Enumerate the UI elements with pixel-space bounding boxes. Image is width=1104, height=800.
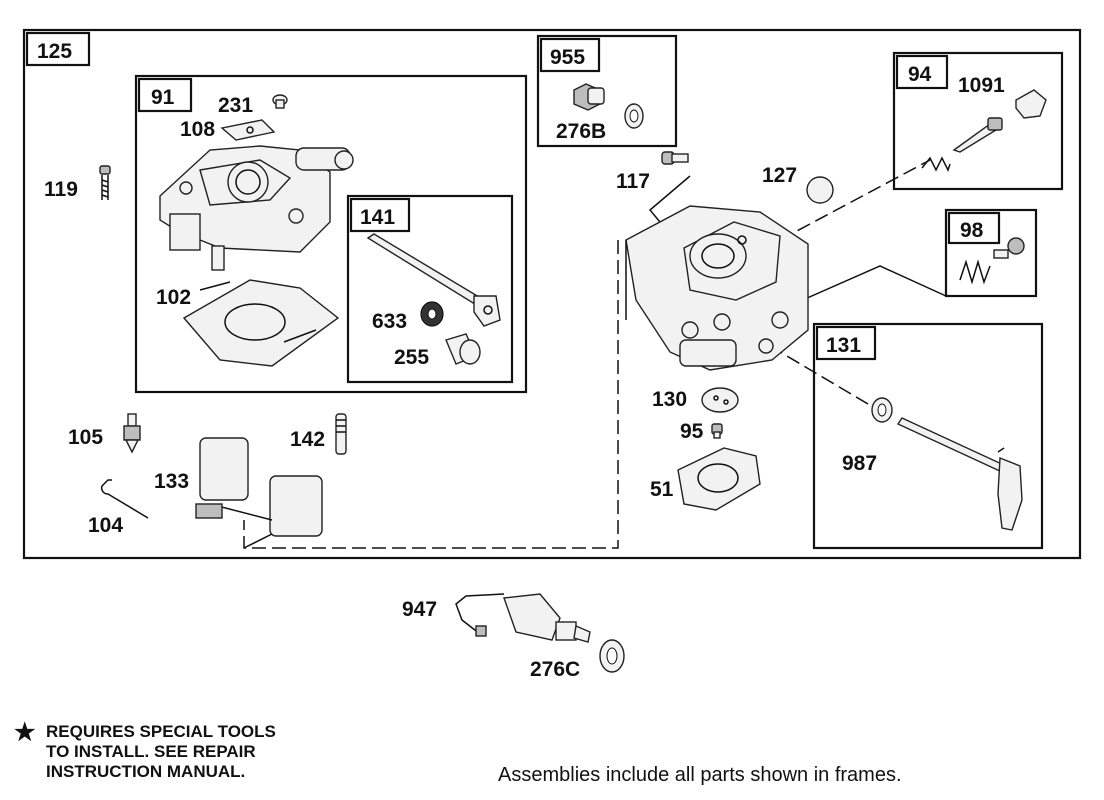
frame-141: 141 (346, 194, 514, 384)
part-955-fitting (573, 83, 605, 111)
part-94-spring (921, 156, 951, 172)
frame-141-tag: 141 (360, 206, 395, 229)
part-102-gasket (182, 279, 340, 367)
part-987-washer (871, 397, 893, 423)
part-carburetor-body-91 (159, 145, 354, 271)
part-105-needle (123, 413, 141, 454)
label-130: 130 (652, 388, 687, 411)
part-130-throttle-plate (701, 387, 739, 413)
part-119-screw (99, 165, 111, 200)
label-95: 95 (680, 420, 704, 443)
part-carburetor-body-right (625, 205, 809, 371)
label-133: 133 (154, 470, 189, 493)
part-255-bushing (445, 333, 481, 365)
part-95-screw (711, 423, 723, 439)
frame-125: 125 (22, 28, 1082, 560)
special-tools-line-1: REQUIRES SPECIAL TOOLS (46, 722, 276, 741)
label-117: 117 (616, 170, 650, 193)
frame-955: 955 (536, 34, 678, 148)
part-51-gasket (677, 447, 761, 511)
part-94-needle (952, 117, 1003, 153)
part-133-float (195, 437, 323, 537)
label-633: 633 (372, 310, 407, 333)
part-131-choke-shaft (896, 417, 1023, 531)
label-231: 231 (218, 94, 253, 117)
label-127: 127 (762, 164, 797, 187)
frame-125-tag: 125 (37, 40, 72, 63)
frame-91: 91 (134, 74, 528, 394)
leader-98 (779, 265, 947, 311)
part-947-solenoid (455, 593, 591, 643)
frame-131: 131 (812, 322, 1044, 550)
frame-131-tag: 131 (826, 334, 861, 357)
part-141-throttle-shaft (366, 233, 501, 327)
part-108-gasket (220, 119, 276, 141)
frame-955-tag: 955 (550, 46, 585, 69)
label-276b: 276B (556, 120, 606, 143)
leader-117 (648, 175, 691, 223)
part-127-plug (806, 176, 834, 204)
frame-98: 98 (944, 208, 1038, 298)
label-947: 947 (402, 598, 437, 621)
label-51: 51 (650, 478, 674, 501)
special-tools-line-2: TO INSTALL. SEE REPAIR (46, 742, 256, 761)
label-142: 142 (290, 428, 325, 451)
part-104-hinge-pin (100, 479, 149, 519)
part-1091-cap (1015, 89, 1047, 119)
part-98-screw (993, 237, 1025, 259)
frame-94: 94 (892, 51, 1064, 191)
leader-dashed-float (243, 240, 619, 549)
part-98-spring (959, 259, 991, 285)
special-tools-line-3: INSTRUCTION MANUAL. (46, 762, 246, 781)
part-231-screw (272, 94, 288, 109)
frame-94-tag: 94 (908, 63, 932, 86)
label-255: 255 (394, 346, 429, 369)
assemblies-note: Assemblies include all parts shown in fr… (498, 764, 902, 786)
label-987: 987 (842, 452, 877, 475)
part-142-pin (335, 413, 347, 455)
part-633-seal (420, 301, 444, 327)
label-105: 105 (68, 426, 103, 449)
star-icon: ★ (14, 719, 36, 746)
label-102: 102 (156, 286, 191, 309)
label-104: 104 (88, 514, 123, 537)
part-117-screw (661, 151, 689, 165)
label-119: 119 (44, 178, 78, 201)
frame-91-tag: 91 (151, 86, 175, 109)
leader-lines (243, 159, 947, 549)
part-955-washer (624, 103, 644, 129)
label-276c: 276C (530, 658, 580, 681)
label-108: 108 (180, 118, 215, 141)
frame-98-tag: 98 (960, 219, 984, 242)
part-276c-washer (599, 639, 625, 673)
leader-94-dashed (779, 159, 931, 241)
label-1091: 1091 (958, 74, 1005, 97)
